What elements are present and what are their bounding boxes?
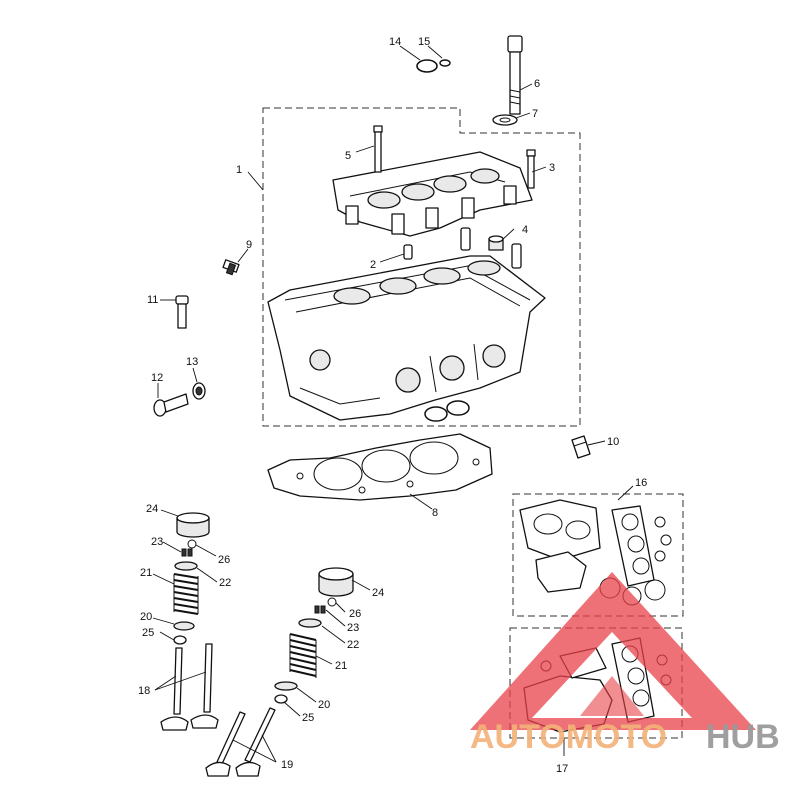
valve-stem-seal	[173, 635, 187, 645]
callout-8: 8	[432, 507, 438, 519]
guide-sleeve-2	[511, 243, 522, 269]
callout-20: 20	[140, 611, 152, 623]
callout-24: 24	[372, 587, 384, 599]
exhaust-valve-1	[205, 711, 246, 777]
guide-sleeve	[460, 227, 471, 251]
spring-seat-2	[274, 681, 298, 691]
callout-19: 19	[281, 759, 293, 771]
callout-22: 22	[347, 639, 359, 651]
cam-carrier-bolt	[373, 125, 383, 173]
seal-cup	[488, 235, 504, 251]
callout-24: 24	[146, 503, 158, 515]
watermark-logo	[470, 572, 756, 730]
exhaust-stud	[571, 435, 591, 459]
leader-lines	[152, 45, 634, 763]
dowel-pin	[403, 244, 413, 260]
callout-22: 22	[219, 577, 231, 589]
callout-9: 9	[246, 239, 252, 251]
valve-collets-2	[314, 605, 326, 614]
callout-10: 10	[607, 436, 619, 448]
sealing-washer	[192, 382, 206, 400]
valve-stem-seal-2	[274, 694, 288, 704]
callout-12: 12	[151, 372, 163, 384]
callout-5: 5	[345, 150, 351, 162]
callout-3: 3	[549, 162, 555, 174]
shim	[187, 539, 197, 549]
callout-21: 21	[335, 660, 347, 672]
callout-17: 17	[556, 763, 568, 775]
callout-23: 23	[151, 536, 163, 548]
cam-carrier-bolt-long	[526, 149, 536, 189]
callouts: 1 2 3 4 5 6 7 8 9 10 11 12 13 14 15 16 1…	[138, 36, 647, 775]
callout-25: 25	[142, 627, 154, 639]
side-bolt	[175, 295, 189, 329]
callout-26: 26	[349, 608, 361, 620]
head-bolt-washer	[492, 114, 518, 126]
cam-carrier	[332, 151, 533, 237]
cylinder-head	[267, 255, 546, 421]
flange-bolt	[153, 393, 189, 417]
cylinder-head-assembly-frame	[262, 107, 581, 427]
inlet-valve-2	[190, 643, 219, 729]
callout-21: 21	[140, 567, 152, 579]
valve-tappet-bucket-2	[318, 567, 354, 597]
callout-7: 7	[532, 108, 538, 120]
callout-16: 16	[635, 477, 647, 489]
callout-26: 26	[218, 554, 230, 566]
watermark-triangle-icon	[470, 572, 756, 730]
callout-15: 15	[418, 36, 430, 48]
watermark-text: AUTOMOTO HUB	[470, 718, 780, 756]
valve-spring	[173, 573, 199, 615]
valve-collets	[181, 548, 193, 557]
callout-18: 18	[138, 685, 150, 697]
exhaust-port-seal	[424, 406, 448, 422]
head-gasket	[267, 433, 493, 501]
o-ring-large	[416, 59, 438, 73]
callout-25: 25	[302, 712, 314, 724]
spring-seat	[173, 621, 195, 631]
shim-2	[327, 597, 337, 607]
spring-retainer	[174, 561, 198, 571]
callout-4: 4	[522, 224, 528, 236]
exhaust-valve-2	[235, 707, 276, 777]
watermark-text-automoto: AUTOMOTO	[470, 718, 667, 756]
inlet-valve-1	[160, 647, 189, 731]
callout-20: 20	[318, 699, 330, 711]
callout-13: 13	[186, 356, 198, 368]
exhaust-port-seal-2	[446, 400, 470, 416]
callout-6: 6	[534, 78, 540, 90]
callout-1: 1	[236, 164, 242, 176]
callout-23: 23	[347, 622, 359, 634]
stud-small	[222, 259, 240, 276]
callout-11: 11	[147, 294, 158, 306]
top-end-gasket-kit	[519, 499, 672, 606]
valve-tappet-bucket	[176, 512, 210, 538]
spring-retainer-2	[298, 618, 322, 628]
head-bolt	[507, 35, 523, 115]
callout-14: 14	[389, 36, 401, 48]
watermark-text-hub: HUB	[706, 718, 780, 756]
valve-spring-2	[289, 633, 317, 678]
o-ring-small	[439, 59, 451, 67]
callout-2: 2	[370, 259, 376, 271]
